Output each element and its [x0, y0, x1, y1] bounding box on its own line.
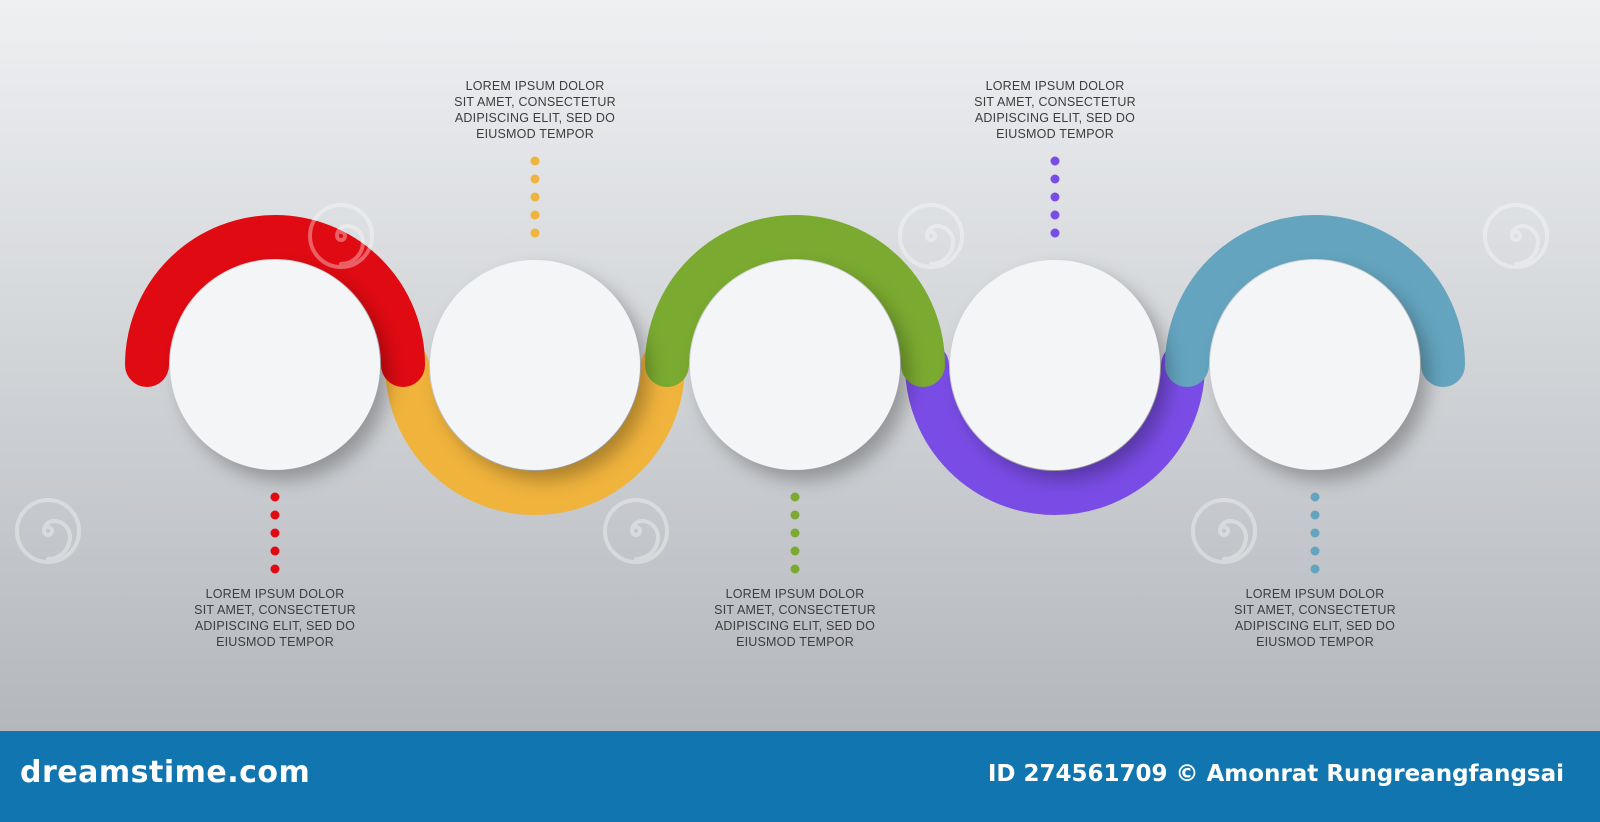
leader-dot-4-3: [1050, 192, 1060, 202]
caption-step-2: LOREM IPSUM DOLOR SIT AMET, CONSECTETUR AD…: [435, 78, 635, 142]
leader-dot-1-1: [270, 492, 280, 502]
step-circle-4: [950, 260, 1160, 470]
step-circle-3: [690, 260, 900, 470]
caption-line: LOREM IPSUM DOLOR: [725, 587, 865, 601]
image-id: ID 274561709: [987, 761, 1168, 787]
caption-line: ADIPISCING ELIT, SED DO: [194, 619, 356, 633]
arc-step-1: [125, 215, 425, 387]
leader-dot-3-2: [790, 510, 800, 520]
caption-line: SIT AMET, CONSECTETUR: [454, 95, 616, 109]
step-circle-1: [170, 260, 380, 470]
leader-dots: [270, 156, 1320, 574]
author-credit: © Amonrat Rungreangfangsai: [1175, 761, 1565, 787]
caption-line: EIUSMOD TEMPOR: [1256, 635, 1374, 649]
step-circle-2: [430, 260, 640, 470]
leader-dot-2-3: [530, 192, 540, 202]
caption-line: EIUSMOD TEMPOR: [736, 635, 854, 649]
footer-bar: dreamstime.com ID 274561709 © Amonrat Run…: [0, 731, 1600, 822]
leader-dot-1-3: [270, 528, 280, 538]
leader-dot-3-1: [790, 492, 800, 502]
leader-dot-1-2: [270, 510, 280, 520]
caption-step-1: LOREM IPSUM DOLOR SIT AMET, CONSECTETUR AD…: [175, 586, 375, 650]
leader-dot-5-4: [1310, 546, 1320, 556]
leader-dot-2-4: [530, 210, 540, 220]
caption-line: LOREM IPSUM DOLOR: [985, 79, 1125, 93]
leader-dot-4-2: [1050, 174, 1060, 184]
leader-dot-4-5: [1050, 228, 1060, 238]
caption-line: ADIPISCING ELIT, SED DO: [714, 619, 876, 633]
watermark-spiral-icon: [600, 495, 672, 572]
leader-dot-3-5: [790, 564, 800, 574]
caption-line: LOREM IPSUM DOLOR: [465, 79, 605, 93]
connector-arcs: [125, 215, 1465, 515]
watermark-spiral-icon: [12, 495, 84, 572]
caption-line: EIUSMOD TEMPOR: [476, 127, 594, 141]
leader-dot-2-2: [530, 174, 540, 184]
leader-dot-5-5: [1310, 564, 1320, 574]
watermark-spiral-icon: [895, 200, 967, 277]
caption-line: ADIPISCING ELIT, SED DO: [1234, 619, 1396, 633]
arc-step-3: [645, 215, 945, 387]
caption-line: SIT AMET, CONSECTETUR: [194, 603, 356, 617]
step-circle-5: [1210, 260, 1420, 470]
caption-step-3: LOREM IPSUM DOLOR SIT AMET, CONSECTETUR AD…: [695, 586, 895, 650]
leader-dot-5-2: [1310, 510, 1320, 520]
step-circles: [170, 260, 1420, 470]
arc-step-4: [905, 343, 1205, 515]
leader-dot-4-4: [1050, 210, 1060, 220]
arc-step-5: [1165, 215, 1465, 387]
leader-dot-3-3: [790, 528, 800, 538]
leader-dot-2-1: [530, 156, 540, 166]
leader-dot-4-1: [1050, 156, 1060, 166]
caption-line: SIT AMET, CONSECTETUR: [974, 95, 1136, 109]
watermark-spiral-icon: [1480, 200, 1552, 277]
brand-logo: dreamstime.com: [20, 755, 311, 790]
infographic-canvas: LOREM IPSUM DOLOR SIT AMET, CONSECTETUR AD…: [0, 0, 1600, 731]
caption-line: ADIPISCING ELIT, SED DO: [454, 111, 616, 125]
leader-dot-5-3: [1310, 528, 1320, 538]
caption-line: EIUSMOD TEMPOR: [996, 127, 1114, 141]
leader-dot-5-1: [1310, 492, 1320, 502]
image-credit: ID 274561709 © Amonrat Rungreangfangsai: [988, 761, 1572, 787]
caption-step-5: LOREM IPSUM DOLOR SIT AMET, CONSECTETUR AD…: [1215, 586, 1415, 650]
timeline-diagram: [125, 156, 1465, 574]
caption-line: LOREM IPSUM DOLOR: [1245, 587, 1385, 601]
caption-step-4: LOREM IPSUM DOLOR SIT AMET, CONSECTETUR AD…: [955, 78, 1155, 142]
leader-dot-3-4: [790, 546, 800, 556]
caption-line: SIT AMET, CONSECTETUR: [714, 603, 876, 617]
leader-dot-1-5: [270, 564, 280, 574]
caption-line: EIUSMOD TEMPOR: [216, 635, 334, 649]
watermark-spiral-icon: [305, 200, 377, 277]
caption-line: LOREM IPSUM DOLOR: [205, 587, 345, 601]
caption-line: SIT AMET, CONSECTETUR: [1234, 603, 1396, 617]
leader-dot-2-5: [530, 228, 540, 238]
watermark-spiral-icon: [1188, 495, 1260, 572]
caption-line: ADIPISCING ELIT, SED DO: [974, 111, 1136, 125]
arc-step-2: [385, 343, 685, 515]
leader-dot-1-4: [270, 546, 280, 556]
